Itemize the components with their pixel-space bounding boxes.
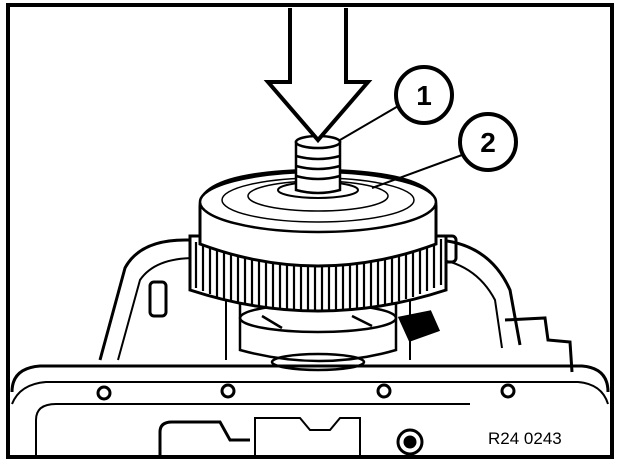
drum-spline-teeth	[194, 239, 443, 311]
callout-circle	[458, 112, 518, 172]
callout-1-number: 1	[416, 80, 432, 111]
transmission-housing	[98, 234, 574, 373]
callout-2-leader	[371, 154, 463, 189]
shaft	[294, 134, 342, 195]
callout-2: 2	[458, 112, 518, 172]
housing-flange	[10, 364, 610, 457]
callout-2-number: 2	[480, 127, 496, 158]
callout-circle	[394, 65, 454, 125]
callout-1: 1	[394, 65, 454, 125]
callout-1-leader	[339, 104, 401, 141]
reference-code: R24 0243	[488, 429, 562, 448]
arrow-down-icon	[263, 8, 373, 144]
leader-lines	[339, 104, 463, 189]
